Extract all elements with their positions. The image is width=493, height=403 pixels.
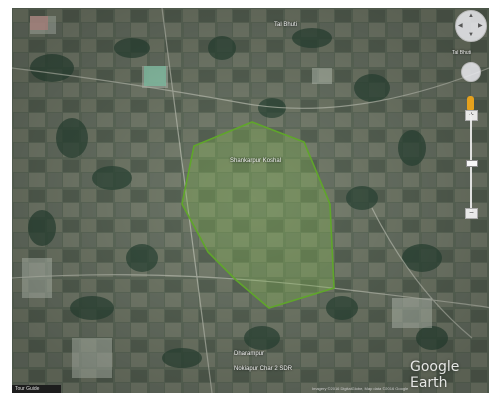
- nav-place-label: Tal Bhuti: [452, 50, 472, 56]
- place-label-top: Tal Bhuti: [274, 22, 298, 28]
- pan-control[interactable]: [461, 62, 481, 82]
- area-name-label: Shankarpur Koshal: [230, 158, 282, 164]
- area-boundary-polygon[interactable]: [181, 121, 335, 309]
- satellite-imagery: [12, 8, 489, 393]
- pegman-icon[interactable]: [467, 96, 474, 110]
- map-attribution: Imagery ©2016 DigitalGlobe, Map data ©20…: [312, 386, 409, 391]
- satellite-map[interactable]: Tal Bhuti Shankarpur Koshal Dharampur No…: [12, 8, 489, 393]
- navigation-compass[interactable]: ▲ ▼ ◀ ▶: [455, 10, 487, 42]
- arrow-right-icon[interactable]: ▶: [478, 23, 483, 29]
- zoom-slider-handle[interactable]: [466, 160, 478, 167]
- google-earth-watermark: Google Earth: [410, 359, 460, 391]
- arrow-down-icon[interactable]: ▼: [468, 32, 474, 38]
- arrow-up-icon[interactable]: ▲: [468, 13, 474, 19]
- tour-guide-button[interactable]: Tour Guide: [12, 385, 61, 393]
- place-label-lower: Dharampur: [234, 351, 265, 357]
- zoom-out-button[interactable]: −: [465, 208, 478, 219]
- place-label-lower-2: Nokiapur Char 2 SDR: [234, 366, 293, 372]
- arrow-left-icon[interactable]: ◀: [458, 23, 463, 29]
